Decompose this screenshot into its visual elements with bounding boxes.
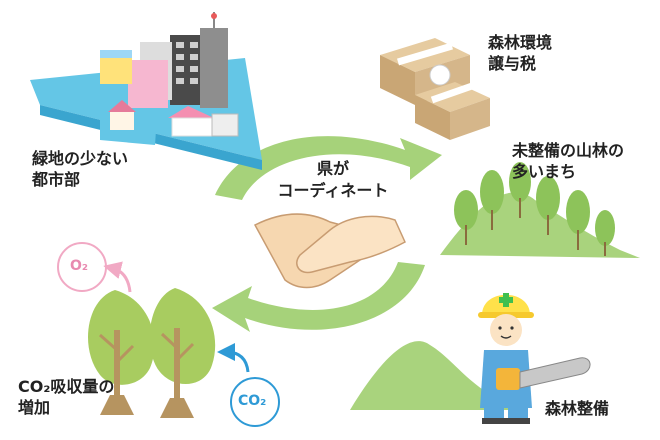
tax-label-line2: 譲与税 — [488, 54, 537, 73]
coordinator-label-line2: コーディネート — [277, 181, 389, 200]
forest-town-label-line2: 多いまち — [512, 162, 577, 181]
city-label-line1: 緑地の少ない — [32, 149, 129, 168]
city-label-line2: 都市部 — [32, 170, 81, 189]
tax-money-bundles-icon — [380, 38, 490, 140]
o2-text: O₂ — [70, 258, 89, 274]
co2-absorption-label: CO₂吸収量の 増加 — [18, 376, 114, 418]
hills-icon — [350, 341, 520, 410]
forest-town-label-line1: 未整備の山林の — [512, 141, 625, 160]
handshake-icon — [253, 213, 406, 289]
city-label: 緑地の少ない 都市部 — [32, 148, 128, 190]
tax-label: 森林環境 譲与税 — [488, 32, 552, 74]
cycle-arrows — [212, 136, 442, 332]
co2-bubble — [217, 343, 280, 427]
o2-bubble — [57, 242, 132, 293]
mountain-forest-icon — [440, 162, 640, 258]
forest-worker-with-chainsaw-icon — [478, 293, 591, 424]
lower-cycle-arrow — [212, 262, 425, 332]
upper-cycle-arrow — [215, 136, 442, 200]
tax-label-line1: 森林環境 — [488, 33, 553, 52]
co2-absorption-label-line2: 増加 — [18, 398, 51, 417]
co2-absorption-label-line1: CO₂吸収量の — [18, 377, 115, 396]
maintenance-label: 森林整備 — [545, 399, 610, 418]
co2-text: CO₂ — [238, 393, 267, 409]
trees-icon — [88, 288, 216, 418]
city-buildings-icon — [30, 12, 262, 170]
coordinator-label: 県が コーディネート — [268, 158, 398, 202]
coordinator-label-line1: 県が — [316, 159, 349, 178]
forest-town-label: 未整備の山林の 多いまち — [512, 140, 624, 182]
